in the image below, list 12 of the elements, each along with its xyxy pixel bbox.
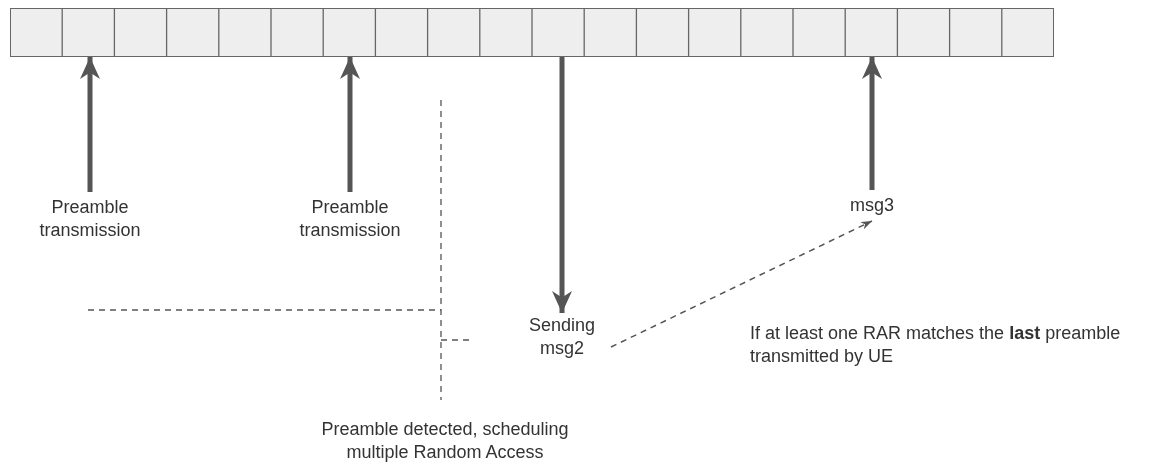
arrow	[80, 57, 100, 192]
event-label: Preamble transmission	[20, 196, 160, 242]
arrow	[340, 57, 360, 192]
condition-note: If at least one RAR matches the last preamble transmitted by UE	[750, 322, 1145, 368]
event-label: Sending msg2	[517, 314, 607, 360]
arrow	[552, 57, 572, 313]
arrow	[610, 220, 873, 348]
arrow	[862, 57, 882, 190]
time-slot-bar	[10, 8, 1054, 57]
event-label: Preamble transmission	[280, 196, 420, 242]
note-text: Preamble detected, scheduling multiple Random Access	[300, 418, 590, 464]
event-label: msg3	[842, 194, 902, 217]
